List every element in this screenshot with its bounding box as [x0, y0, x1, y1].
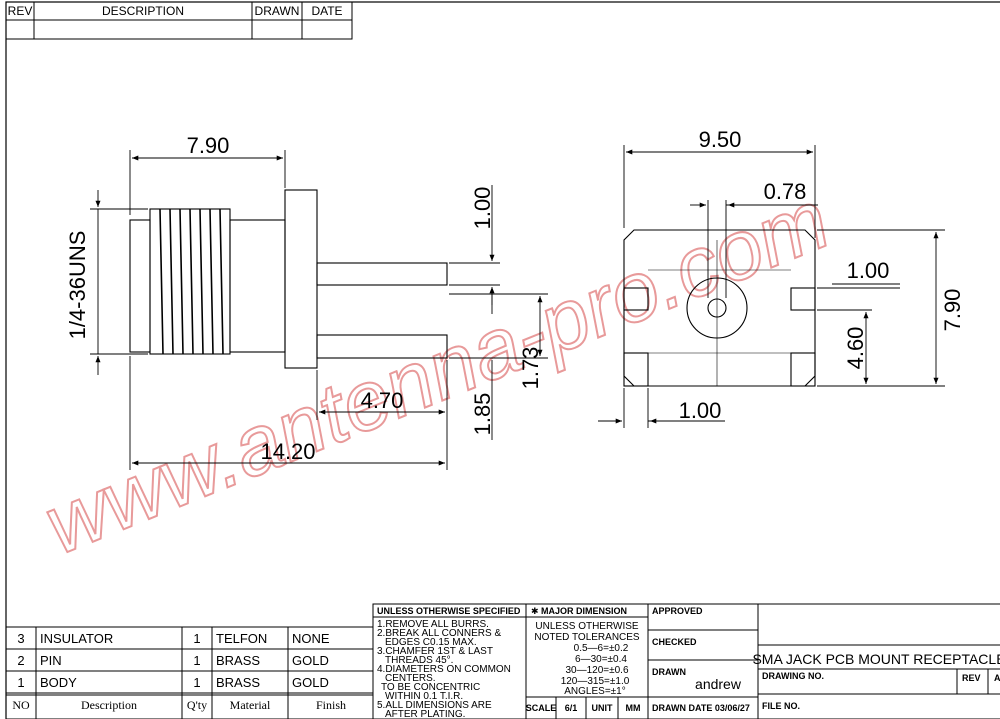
- rev-header: REV: [8, 4, 33, 18]
- bom-row-3: 3 INSULATOR 1 TELFON NONE: [17, 631, 330, 646]
- svg-text:1: 1: [193, 653, 200, 668]
- rev-label: REV: [962, 673, 981, 683]
- unit-value: MM: [626, 703, 641, 713]
- watermark-text: www.antenna-pro.com: [32, 171, 842, 571]
- dim-14-20: 14.20: [260, 439, 315, 464]
- svg-text:1: 1: [193, 631, 200, 646]
- svg-text:5.ALL DIMENSIONS ARE: 5.ALL DIMENSIONS ARE: [377, 700, 492, 711]
- dim-1-00-bottom: 1.00: [679, 398, 722, 423]
- dim-4-60: 4.60: [843, 327, 868, 370]
- svg-text:UNLESS OTHERWISE: UNLESS OTHERWISE: [535, 621, 638, 632]
- svg-text:ANGLES=±1°: ANGLES=±1°: [564, 686, 625, 697]
- bom-header-row: NO Description Q'ty Material Finish: [12, 698, 346, 712]
- svg-text:AFTER PLATING.: AFTER PLATING.: [385, 709, 465, 719]
- svg-text:3.CHAMFER 1ST & LAST: 3.CHAMFER 1ST & LAST: [377, 646, 493, 657]
- scale-label: SCALE: [526, 703, 557, 713]
- side-view-dimensions: [90, 150, 548, 470]
- dim-7-90-front: 7.90: [940, 289, 965, 332]
- svg-text:1.REMOVE ALL BURRS.: 1.REMOVE ALL BURRS.: [377, 619, 489, 630]
- tolerance-lines: UNLESS OTHERWISE NOTED TOLERANCES 0.5—6=…: [534, 621, 640, 697]
- unit-label: UNIT: [592, 703, 613, 713]
- svg-text:Description: Description: [81, 698, 137, 712]
- svg-text:INSULATOR: INSULATOR: [40, 631, 113, 646]
- dim-1-85: 1.85: [470, 393, 495, 436]
- svg-text:TELFON: TELFON: [216, 631, 267, 646]
- approval-block: [647, 603, 759, 719]
- svg-text:PIN: PIN: [40, 653, 62, 668]
- dim-thread-spec: 1/4-36UNS: [65, 231, 90, 340]
- thread-lines: [159, 208, 224, 355]
- svg-text:3: 3: [17, 631, 24, 646]
- drawn-label: DRAWN: [652, 667, 686, 677]
- svg-text:WITHIN 0.1 T.I.R.: WITHIN 0.1 T.I.R.: [385, 691, 463, 702]
- side-view: [129, 189, 448, 369]
- approved-label: APPROVED: [652, 606, 703, 616]
- bill-of-materials: [5, 626, 374, 719]
- dim-7-90-side: 7.90: [187, 133, 230, 158]
- svg-text:Material: Material: [230, 698, 271, 712]
- svg-text:EDGES C0.15 MAX.: EDGES C0.15 MAX.: [385, 637, 477, 648]
- dim-0-78: 0.78: [764, 179, 807, 204]
- rev-value: A: [994, 673, 1000, 683]
- file-no-label: FILE NO.: [762, 701, 800, 711]
- front-view: [623, 229, 816, 387]
- scale-value: 6/1: [565, 703, 578, 713]
- svg-text:NOTED TOLERANCES: NOTED TOLERANCES: [534, 632, 640, 643]
- bom-row-2: 2 PIN 1 BRASS GOLD: [17, 653, 328, 668]
- drawn-by: andrew: [695, 676, 742, 692]
- drawn-date: DRAWN DATE 03/06/27: [652, 703, 750, 713]
- svg-text:CENTERS.: CENTERS.: [385, 673, 436, 684]
- svg-text:120—315=±1.0: 120—315=±1.0: [561, 676, 630, 687]
- dim-1-00-front: 1.00: [847, 258, 890, 283]
- svg-text:2: 2: [17, 653, 24, 668]
- drawing-title: SMA JACK PCB MOUNT RECEPTACLE: [752, 651, 1000, 667]
- svg-text:GOLD: GOLD: [292, 653, 329, 668]
- svg-text:THREADS 45°.: THREADS 45°.: [385, 655, 453, 666]
- notes-lines: 1.REMOVE ALL BURRS. 2.BREAK ALL CONNERS …: [377, 619, 511, 719]
- dim-4-70: 4.70: [361, 388, 404, 413]
- svg-text:BODY: BODY: [40, 675, 77, 690]
- dim-9-50: 9.50: [699, 127, 742, 152]
- svg-text:Finish: Finish: [316, 698, 346, 712]
- svg-text:6—30=±0.4: 6—30=±0.4: [575, 654, 627, 665]
- svg-text:GOLD: GOLD: [292, 675, 329, 690]
- svg-text:1: 1: [193, 675, 200, 690]
- tolerances-header: ✱ MAJOR DIMENSION: [531, 606, 627, 616]
- svg-text:Q'ty: Q'ty: [187, 698, 207, 712]
- checked-label: CHECKED: [652, 637, 697, 647]
- svg-text:4.DIAMETERS ON COMMON: 4.DIAMETERS ON COMMON: [377, 664, 511, 675]
- svg-text:NONE: NONE: [292, 631, 330, 646]
- svg-text:1: 1: [17, 675, 24, 690]
- front-view-dimensions: [598, 145, 945, 428]
- date-header: DATE: [311, 4, 342, 18]
- description-header: DESCRIPTION: [102, 4, 184, 18]
- svg-text:30—120=±0.6: 30—120=±0.6: [565, 665, 628, 676]
- drawing-no-label: DRAWING NO.: [762, 671, 824, 681]
- title-block: [757, 603, 1000, 719]
- svg-text:TO BE CONCENTRIC: TO BE CONCENTRIC: [381, 682, 480, 693]
- bom-row-1: 1 BODY 1 BRASS GOLD: [17, 675, 328, 690]
- svg-text:BRASS: BRASS: [216, 653, 260, 668]
- svg-text:NO: NO: [12, 698, 30, 712]
- revision-block: REV DESCRIPTION DRAWN DATE: [5, 1, 353, 40]
- svg-text:2.BREAK ALL CONNERS &: 2.BREAK ALL CONNERS &: [377, 628, 501, 639]
- notes-header: UNLESS OTHERWISE SPECIFIED: [377, 606, 521, 616]
- dim-1-00-pin: 1.00: [470, 187, 495, 230]
- dim-1-73: 1.73: [518, 347, 543, 390]
- drawn-header: DRAWN: [255, 4, 300, 18]
- svg-text:0.5—6=±0.2: 0.5—6=±0.2: [574, 643, 629, 654]
- svg-text:BRASS: BRASS: [216, 675, 260, 690]
